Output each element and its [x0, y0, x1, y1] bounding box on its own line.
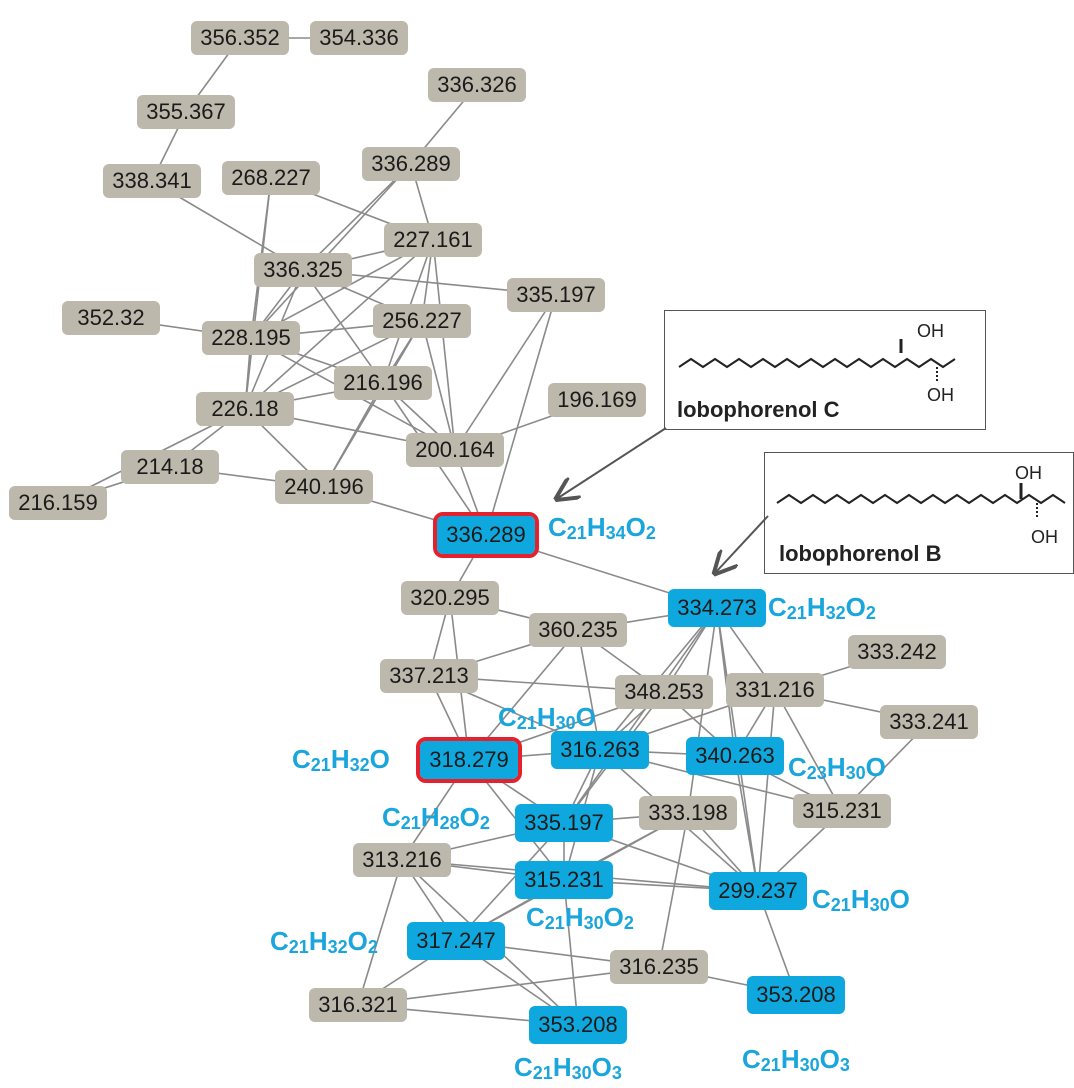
structure-box-lobophorenol-b: OH OH lobophorenol B [764, 452, 1074, 574]
edge-n36-n42 [357, 859, 403, 1006]
oh-label-c-bottom: OH [927, 385, 954, 405]
node-360-235-n24[interactable]: 360.235 [529, 613, 627, 647]
edge-n8-n16 [244, 239, 434, 410]
node-336-289-n7[interactable]: 336.289 [362, 147, 460, 181]
chain-c [678, 357, 956, 369]
structure-drawing-b [776, 483, 1066, 519]
formula-label-n39: C21H32O2 [270, 926, 378, 957]
node-348-253-n27[interactable]: 348.253 [615, 675, 713, 709]
formula-label-n33: C21H28O2 [382, 802, 490, 833]
formula-label-n43: C21H30O3 [514, 1052, 622, 1083]
node-216-159-n20[interactable]: 216.159 [9, 486, 107, 520]
node-335-197-n33[interactable]: 335.197 [515, 804, 613, 842]
node-268-227-n6[interactable]: 268.227 [222, 161, 320, 195]
edge-n34-n40 [658, 812, 689, 968]
edge-n24-n30 [468, 629, 579, 761]
node-315-231-n35[interactable]: 315.231 [793, 794, 891, 828]
node-317-247-n39[interactable]: 317.247 [407, 922, 505, 960]
formula-label-n21: C21H34O2 [548, 512, 656, 543]
node-316-321-n42[interactable]: 316.321 [309, 988, 407, 1022]
node-315-231-n37[interactable]: 315.231 [515, 861, 613, 899]
edge-n7-n9 [302, 163, 412, 271]
node-356-352-n1[interactable]: 356.352 [191, 21, 289, 55]
node-240-196-n19[interactable]: 240.196 [275, 470, 373, 504]
node-196-169-n15[interactable]: 196.169 [548, 383, 646, 417]
edge-n10-n17 [454, 294, 557, 451]
node-353-208-n43[interactable]: 353.208 [529, 1006, 627, 1044]
edge-n33-n39 [455, 822, 565, 942]
node-226-18-n16[interactable]: 226.18 [196, 392, 294, 426]
edge-n32-n38 [734, 755, 759, 892]
node-334-273-n23[interactable]: 334.273 [668, 589, 766, 627]
node-333-241-n29[interactable]: 333.241 [880, 705, 978, 739]
node-338-341-n5[interactable]: 338.341 [103, 164, 201, 198]
node-214-18-n18[interactable]: 214.18 [121, 450, 219, 484]
structure-name-b: lobophorenol B [779, 541, 942, 566]
edge-n7-n12 [250, 163, 412, 339]
node-355-367-n4[interactable]: 355.367 [137, 95, 235, 129]
node-337-213-n26[interactable]: 337.213 [380, 659, 478, 693]
edge-n9-n14 [302, 269, 384, 384]
node-333-242-n25[interactable]: 333.242 [848, 635, 946, 669]
node-313-216-n36[interactable]: 313.216 [353, 843, 451, 877]
edge-n13-n17 [421, 320, 456, 451]
oh-label-b-bottom: OH [1031, 527, 1058, 547]
node-299-237-n38[interactable]: 299.237 [709, 872, 807, 910]
formula-label-n31: C21H30O [498, 702, 596, 733]
node-227-161-n8[interactable]: 227.161 [384, 223, 482, 257]
formula-label-n41: C21H30O3 [742, 1044, 850, 1075]
formula-label-n23: C21H32O2 [768, 592, 876, 623]
edge-n28-n38 [757, 689, 776, 892]
edge-n28-n35 [774, 689, 843, 812]
node-316-235-n40[interactable]: 316.235 [610, 950, 708, 984]
edge-n10-n21 [485, 294, 557, 536]
edge-n6-n16 [244, 177, 272, 410]
formula-label-n30: C21H32O [292, 744, 390, 775]
structure-name-c: lobophorenol C [677, 397, 840, 422]
structure-box-lobophorenol-c: OH OH lobophorenol C [664, 310, 986, 430]
node-336-326-n3[interactable]: 336.326 [428, 68, 526, 102]
edge-n23-n34 [687, 607, 718, 814]
node-353-208-n41[interactable]: 353.208 [747, 976, 845, 1014]
node-336-289-n21[interactable]: 336.289 [433, 512, 539, 558]
node-318-279-n30[interactable]: 318.279 [416, 737, 522, 783]
node-331-216-n28[interactable]: 331.216 [726, 673, 824, 707]
edge-n37-n43 [563, 879, 579, 1026]
node-335-197-n10[interactable]: 335.197 [507, 278, 605, 312]
structure-drawing-c [678, 339, 956, 381]
node-200-164-n17[interactable]: 200.164 [406, 433, 504, 467]
formula-label-n32: C23H30O [788, 752, 886, 783]
oh-label-b-top: OH [1015, 463, 1042, 483]
node-316-263-n31[interactable]: 316.263 [551, 731, 649, 769]
oh-label-c-top: OH [917, 321, 944, 341]
node-228-195-n12[interactable]: 228.195 [202, 321, 300, 355]
edge-n8-n17 [432, 239, 456, 451]
node-354-336-n2[interactable]: 354.336 [310, 21, 408, 55]
node-320-295-n22[interactable]: 320.295 [401, 581, 499, 615]
node-216-196-n14[interactable]: 216.196 [334, 366, 432, 400]
node-333-198-n34[interactable]: 333.198 [639, 796, 737, 830]
formula-label-n37: C21H30O2 [526, 902, 634, 933]
edge-n24-n31 [577, 629, 601, 751]
node-256-227-n13[interactable]: 256.227 [373, 304, 471, 338]
edge-n40-n42 [357, 966, 660, 1006]
chain-b [776, 493, 1066, 505]
node-340-263-n32[interactable]: 340.263 [686, 737, 784, 775]
edge-n14-n19 [323, 382, 384, 488]
node-336-325-n9[interactable]: 336.325 [254, 253, 352, 287]
node-352-32-n11[interactable]: 352.32 [62, 301, 160, 335]
formula-label-n38: C21H30O [812, 884, 910, 915]
